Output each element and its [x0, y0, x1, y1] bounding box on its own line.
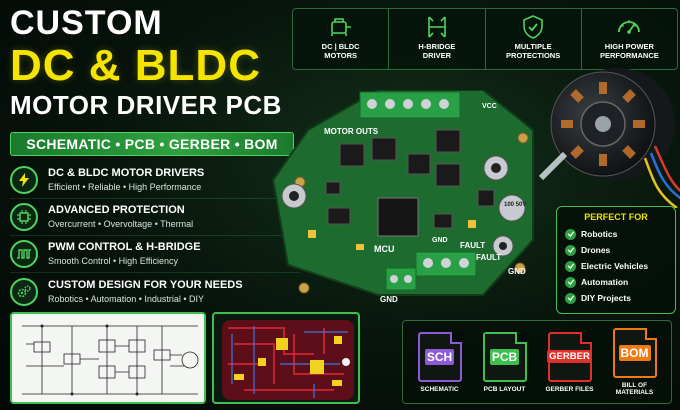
feature-item: DC & BLDC MOTOR DRIVERS Efficient • Reli…: [10, 162, 300, 199]
file-schematic: SCH SCHEMATIC: [409, 331, 471, 393]
feature-subtitle: Efficient • Reliable • High Performance: [48, 182, 202, 193]
perfect-for-item-label: DIY Projects: [581, 293, 631, 303]
perfect-for-item-label: Robotics: [581, 229, 618, 239]
perfect-for-item: Automation: [565, 274, 667, 290]
perfect-for-item-label: Electric Vehicles: [581, 261, 649, 271]
gauge-icon: [618, 20, 641, 34]
pcb-label-cap: 100 50V: [504, 202, 526, 208]
check-icon: [565, 244, 576, 256]
file-label: GERBER FILES: [545, 385, 594, 393]
feature-subtitle: Robotics • Automation • Industrial • DIY: [48, 293, 205, 304]
bldc-motor-image: [505, 58, 680, 210]
pcb-label-gnd-2: GND: [508, 267, 526, 276]
top-feature-label: HIGH POWER: [604, 42, 654, 51]
title-line-motor-driver: MOTOR DRIVER PCB: [10, 90, 282, 120]
feature-subtitle: Overcurrent • Overvoltage • Thermal: [48, 219, 194, 230]
file-pcb-layout: PCB PCB LAYOUT: [474, 331, 536, 393]
perfect-for-item: Drones: [565, 242, 667, 258]
chip-icon: [10, 203, 38, 231]
check-icon: [565, 292, 576, 304]
pcb-label-fault-2: FAULT: [476, 253, 501, 262]
perfect-for-item: Electric Vehicles: [565, 258, 667, 274]
motor-driver-pcb-image: MOTOR OUTS MCU FAULT FAULT GND GND GND 1…: [268, 89, 558, 310]
pcb-label-gnd-1: GND: [380, 295, 398, 304]
bolt-icon: [10, 166, 38, 194]
feature-list: DC & BLDC MOTOR DRIVERS Efficient • Reli…: [10, 162, 300, 310]
document-icon: GERBER: [547, 331, 592, 382]
file-tag: BOM: [618, 345, 651, 361]
check-icon: [565, 228, 576, 240]
file-label: BILL OF MATERIALS: [615, 382, 654, 396]
top-feature-label: PERFORMANCE: [599, 50, 659, 60]
top-feature-label: DC | BLDC: [321, 42, 360, 51]
file-label: PCB LAYOUT: [483, 385, 526, 393]
feature-title: CUSTOM DESIGN FOR YOUR NEEDS: [48, 278, 243, 291]
document-icon: BOM: [612, 328, 657, 378]
pcb-label-vcc: VCC: [482, 103, 497, 110]
perfect-for-item: DIY Projects: [565, 290, 667, 306]
file-tag: GERBER: [547, 350, 592, 363]
pwm-wave-icon: [10, 240, 38, 268]
perfect-for-item-label: Drones: [581, 245, 611, 255]
gears-icon: [10, 277, 38, 306]
top-feature-label: H-BRIDGE: [418, 42, 456, 51]
feature-title: PWM CONTROL & H-BRIDGE: [48, 241, 201, 253]
deliverables-banner: SCHEMATIC • PCB • GERBER • BOM: [10, 132, 294, 156]
feature-item: ADVANCED PROTECTION Overcurrent • Overvo…: [10, 199, 300, 236]
top-feature-label: PROTECTIONS: [506, 50, 561, 60]
perfect-for-item: Robotics: [565, 226, 667, 242]
top-feature-label: DRIVER: [422, 50, 452, 60]
shield-check-icon: [523, 15, 543, 39]
h-bridge-icon: [428, 16, 446, 38]
check-icon: [565, 260, 576, 272]
top-feature-label: MOTORS: [324, 50, 358, 60]
file-gerber: GERBER GERBER FILES: [539, 331, 601, 393]
file-tag: SCH: [424, 348, 455, 365]
perfect-for-panel: PERFECT FOR Robotics Drones Electric Veh…: [556, 206, 676, 314]
pcb-label-mcu: MCU: [374, 244, 395, 254]
document-icon: SCH: [417, 331, 462, 382]
document-icon: PCB: [482, 331, 527, 382]
file-bom: BOM BILL OF MATERIALS: [604, 328, 666, 396]
motor-icon: [330, 18, 351, 36]
feature-title: DC & BLDC MOTOR DRIVERS: [48, 167, 205, 179]
file-label: SCHEMATIC: [420, 385, 459, 393]
check-icon: [565, 276, 576, 288]
schematic-thumbnail: [10, 312, 206, 404]
perfect-for-title: PERFECT FOR: [584, 212, 648, 222]
pcb-label-motor-outs: MOTOR OUTS: [324, 127, 379, 136]
feature-subtitle: Smooth Control • High Efficiency: [48, 256, 179, 267]
feature-item: CUSTOM DESIGN FOR YOUR NEEDS Robotics • …: [10, 273, 300, 310]
top-feature-label: MULTIPLE: [514, 42, 552, 51]
feature-title: ADVANCED PROTECTION: [48, 204, 185, 216]
file-deliverables: SCH SCHEMATIC PCB PCB LAYOUT GERBER GERB…: [402, 320, 672, 404]
title-line-dc-bldc: DC & BLDC: [10, 41, 261, 90]
feature-item: PWM CONTROL & H-BRIDGE Smooth Control • …: [10, 236, 300, 273]
perfect-for-item-label: Automation: [581, 277, 629, 287]
title-line-custom: CUSTOM: [10, 4, 163, 42]
pcb-label-gnd-3: GND: [432, 237, 448, 244]
file-tag: PCB: [489, 348, 520, 365]
pcb-layout-thumbnail: [212, 312, 360, 404]
pcb-label-fault-1: FAULT: [460, 241, 485, 250]
